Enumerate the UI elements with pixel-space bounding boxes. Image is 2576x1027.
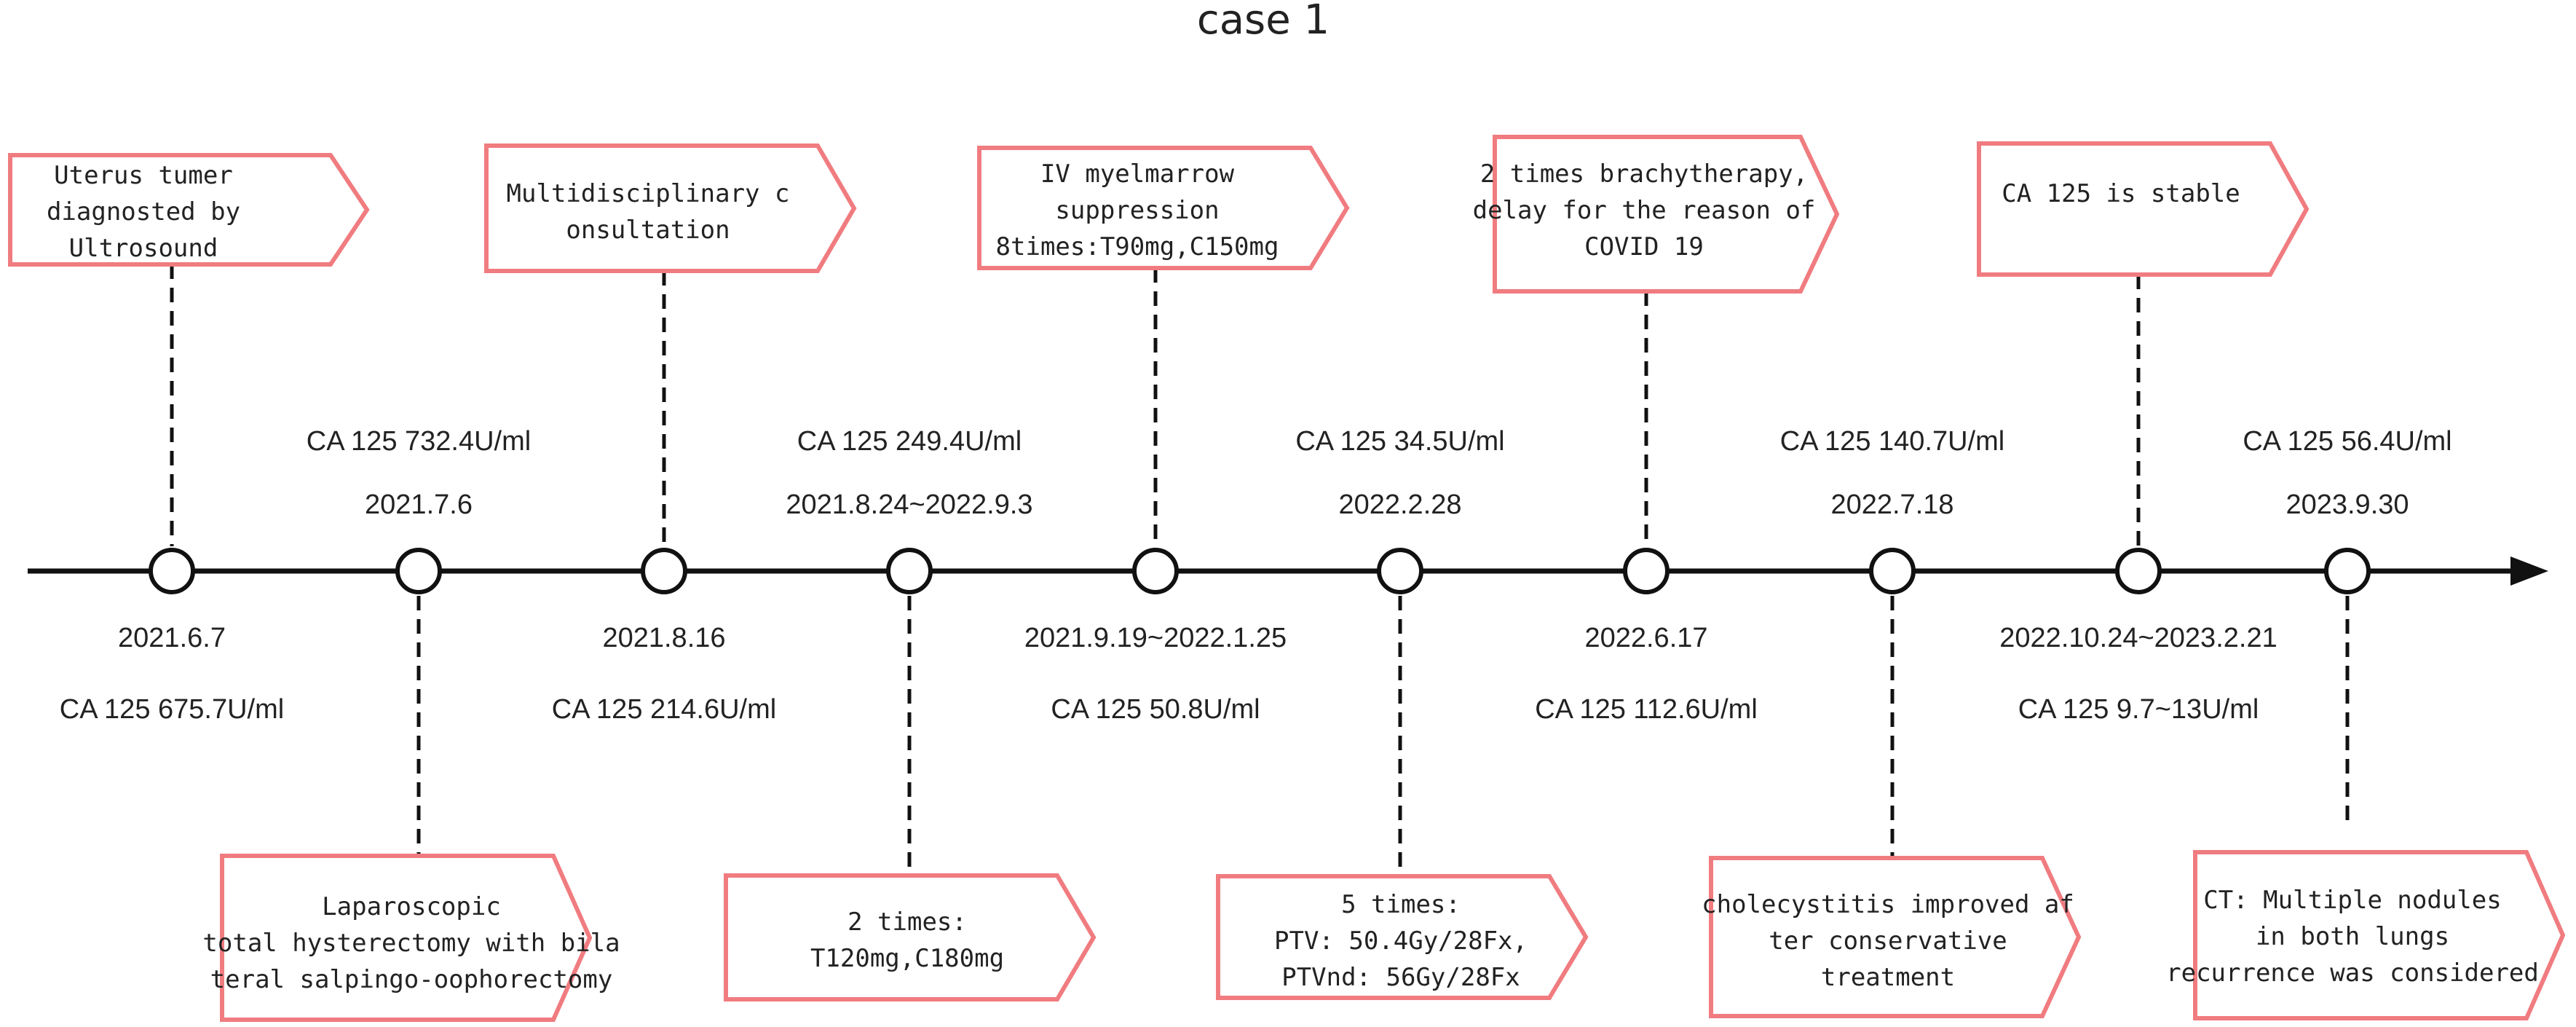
date-label: 2021.9.19~2022.1.25 (1024, 623, 1287, 653)
event-callout-box (8, 153, 370, 267)
callout-text-line: onsultation (566, 216, 730, 245)
timeline-event: CA 125 is stable 2022.10.24~2023.2.21 CA 1… (1977, 141, 2310, 725)
event-callout-box (724, 873, 1097, 1002)
timeline-event: Laparoscopic total hysterectomy with bila… (202, 426, 620, 1022)
timeline-event: cholecystitis improved af ter conservativ… (1702, 426, 2082, 1018)
callout-text-line: treatment (1821, 963, 1955, 992)
callout-text-line: total hysterectomy with bila (202, 929, 620, 958)
date-label: 2022.6.17 (1584, 623, 1707, 653)
timeline-node (641, 548, 687, 594)
date-label: 2021.8.16 (602, 623, 725, 653)
timeline-arrowhead (2510, 556, 2548, 586)
timeline-event: IV myelmarrow suppression 8times:T90mg,C15… (977, 146, 1350, 725)
callout-text-line: 2 times brachytherapy, (1480, 160, 1808, 189)
callout-text-line: cholecystitis improved af (1702, 890, 2074, 919)
timeline-event: CT: Multiple nodules in both lungs recurre… (2166, 426, 2566, 1020)
timeline-node (1132, 548, 1179, 594)
event-callout-box (1709, 856, 2082, 1018)
callout-text-line: Multidisciplinary c (507, 179, 790, 208)
date-label: 2021.6.7 (118, 623, 226, 653)
callout-text-line: Ultrosound (69, 234, 218, 263)
ca125-label: CA 125 112.6U/ml (1535, 694, 1758, 725)
timeline-event: 2 times: T120mg,C180mg CA 125 249.4U/ml 202… (724, 426, 1097, 1002)
timeline-event: 5 times: PTV: 50.4Gy/28Fx, PTVnd: 56Gy/28F… (1216, 426, 1589, 1000)
timeline-node (886, 548, 933, 594)
callout-text-line: IV myelmarrow (1040, 160, 1235, 189)
ca125-label: CA 125 214.6U/ml (552, 694, 776, 725)
timeline-event: Multidisciplinary c onsultation 2021.8.16C… (484, 143, 857, 725)
callout-text-line: 5 times: (1341, 890, 1461, 919)
timeline-node (2115, 548, 2162, 594)
date-label: 2022.10.24~2023.2.21 (1999, 623, 2277, 653)
callout-text-line: Laparoscopic (322, 892, 501, 921)
callout-text-line: teral salpingo-oophorectomy (210, 965, 613, 994)
callout-text-line: PTVnd: 56Gy/28Fx (1281, 963, 1520, 992)
date-label: 2023.9.30 (2285, 489, 2409, 520)
callout-text-line: CT: Multiple nodules (2203, 886, 2501, 915)
timeline-node (149, 548, 195, 594)
timeline-node (1623, 548, 1670, 594)
timeline-node (395, 548, 442, 594)
date-label: 2022.2.28 (1338, 489, 1461, 520)
ca125-label: CA 125 249.4U/ml (797, 426, 1022, 457)
ca125-label: CA 125 56.4U/ml (2243, 426, 2451, 457)
callout-text-line: Uterus tumer (54, 161, 233, 190)
callout-text-line: CA 125 is stable (2002, 179, 2240, 208)
timeline-node (1377, 548, 1423, 594)
callout-text-line: diagnosted by (47, 197, 240, 227)
callout-text-line: PTV: 50.4Gy/28Fx, (1274, 926, 1528, 956)
ca125-label: CA 125 732.4U/ml (307, 426, 531, 457)
timeline-node (1869, 548, 1916, 594)
callout-text-line: 2 times: (848, 908, 967, 937)
callout-text-line: 8times:T90mg,C150mg (996, 232, 1279, 261)
event-callout-box (484, 143, 857, 273)
timeline-node (2324, 548, 2371, 594)
ca125-label: CA 125 675.7U/ml (60, 694, 284, 725)
callout-text-line: COVID 19 (1584, 232, 1704, 261)
ca125-label: CA 125 140.7U/ml (1780, 426, 2004, 457)
event-callout-box (220, 854, 593, 1022)
date-label: 2021.7.6 (365, 489, 473, 520)
event-callout-box (1493, 135, 1840, 294)
event-callout-box (1977, 141, 2310, 277)
callout-text-line: ter conservative (1769, 926, 2007, 956)
ca125-label: CA 125 50.8U/ml (1051, 694, 1260, 725)
event-callout-box (1216, 874, 1589, 1000)
event-callout-box (977, 146, 1350, 270)
timeline-event: Uterus tumer diagnosted by Ultrosound 2021.… (8, 153, 370, 725)
ca125-label: CA 125 34.5U/ml (1295, 426, 1504, 457)
event-callout-box (2193, 850, 2566, 1020)
callout-text-line: in both lungs (2256, 922, 2449, 951)
events-layer: Uterus tumer diagnosted by Ultrosound 2021.… (8, 135, 2566, 1022)
timeline-event: 2 times brachytherapy, delay for the reas… (1473, 135, 1840, 725)
diagram-title: case 1 (1197, 0, 1330, 44)
date-label: 2022.7.18 (1830, 489, 1953, 520)
callout-text-line: suppression (1055, 196, 1219, 225)
callout-text-line: delay for the reason of (1473, 196, 1816, 225)
ca125-label: CA 125 9.7~13U/ml (2018, 694, 2259, 725)
callout-text-line: recurrence was considered (2166, 959, 2539, 988)
date-label: 2021.8.24~2022.9.3 (786, 489, 1032, 520)
callout-text-line: T120mg,C180mg (810, 944, 1004, 973)
